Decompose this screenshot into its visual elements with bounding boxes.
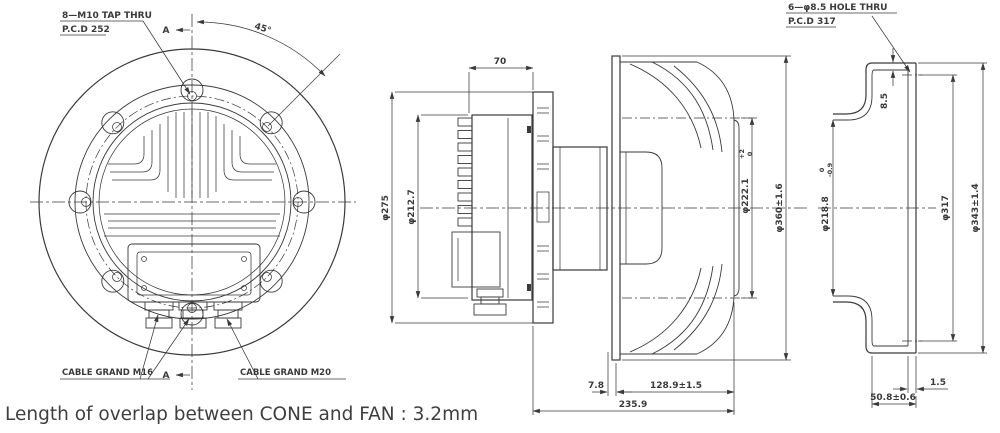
side-view: 70 φ275 φ212.7 φ222.1 +2 0	[381, 55, 810, 415]
section-letter-bottom: A	[163, 371, 170, 381]
dim-d275-label: φ275	[381, 195, 391, 221]
dim-235-9-label: 235.9	[619, 400, 647, 410]
dim-d212-7: φ212.7	[407, 114, 468, 299]
fan-hub	[620, 151, 663, 265]
tap-thru-callout: 8—M10 TAP THRU P.C.D 252	[60, 11, 191, 95]
dim-7-8: 7.8	[588, 352, 632, 396]
cable-gland-right-callout: CABLE GRAND M20	[226, 318, 346, 380]
terminal-box-side	[451, 231, 507, 316]
dim-d218-8-tol-upper: 0	[818, 167, 826, 172]
mounting-lugs	[68, 78, 316, 326]
fan-inlet-ring	[622, 117, 752, 299]
dim-70: 70	[468, 57, 534, 113]
dim-d343-label: φ343±1.4	[971, 183, 981, 232]
section-letter-top: A	[163, 26, 170, 36]
dim-d222-1-tol-lower: 0	[746, 151, 754, 156]
dim-128-9: 128.9±1.5	[616, 302, 735, 415]
dim-d222-1-tol-upper: +2	[738, 149, 746, 159]
dim-d360: φ360±1.6	[622, 55, 791, 361]
dim-d212-7-label: φ212.7	[407, 189, 417, 225]
hole-thru-label-line1: 6—φ8.5 HOLE THRU	[788, 3, 888, 13]
cable-gland-right-label: CABLE GRAND M20	[240, 368, 331, 378]
hole-thru-label-line2: P.C.D 317	[788, 17, 836, 27]
front-view: 45° A A 8—M10 TAP THRU P.C.D 252 CABLE G…	[30, 11, 356, 390]
dim-8-5-label: 8.5	[880, 93, 890, 109]
tap-thru-label-line2: P.C.D 252	[62, 25, 110, 35]
fan-blades-top	[620, 61, 735, 153]
dim-d222-1: φ222.1 +2 0	[738, 117, 757, 299]
tap-thru-label-line1: 8—M10 TAP THRU	[62, 11, 152, 21]
dim-1-5-label: 1.5	[930, 378, 946, 388]
dim-128-9-label: 128.9±1.5	[650, 381, 702, 391]
dim-235-9: 235.9	[532, 326, 735, 415]
dim-d360-label: φ360±1.6	[775, 183, 785, 232]
angle-dimension-45: 45°	[196, 19, 341, 127]
hole-thru-callout: 6—φ8.5 HOLE THRU P.C.D 317	[786, 3, 911, 73]
angle-45-label: 45°	[253, 22, 272, 37]
fan-backplate	[611, 55, 621, 361]
cable-glands-front	[144, 301, 243, 329]
mounting-ring-inner	[92, 102, 292, 302]
overlap-note: Length of overlap between CONE and FAN :…	[5, 404, 478, 425]
dim-7-8-label: 7.8	[588, 381, 604, 391]
bolt-circle-pcd252	[85, 95, 299, 309]
dim-d317-label: φ317	[941, 195, 951, 221]
dim-d218-8-tol-lower: -0.9	[826, 162, 834, 177]
section-arrow-top: A	[163, 26, 190, 36]
cable-gland-side	[473, 288, 507, 316]
dim-d343: φ343±1.4	[918, 62, 987, 354]
fan-blades-bottom	[620, 263, 735, 355]
dim-8-5: 8.5	[880, 48, 896, 109]
cooling-ribs	[104, 110, 280, 237]
cone-view: 6—φ8.5 HOLE THRU P.C.D 317 8.5 φ218.8 0 …	[786, 3, 987, 408]
rotor-cylinder	[552, 146, 608, 271]
dim-1-5: 1.5	[893, 356, 948, 393]
section-arrow-bottom: A	[163, 371, 190, 381]
dim-70-label: 70	[494, 57, 507, 67]
dim-d222-1-label: φ222.1	[741, 178, 751, 214]
mounting-ring-outer	[74, 84, 310, 320]
motor-body	[457, 114, 533, 301]
dim-d218-8-label: φ218.8	[821, 196, 831, 232]
dim-50-8-label: 50.8±0.6	[870, 393, 916, 403]
dim-50-8: 50.8±0.6	[870, 356, 917, 408]
cone-profile	[833, 62, 922, 354]
impeller-outline-circle	[38, 48, 346, 356]
cable-gland-left-callout: CABLE GRAND M16	[60, 314, 190, 380]
mounting-flange-plate	[532, 91, 554, 324]
cable-gland-left-label: CABLE GRAND M16	[62, 368, 153, 378]
terminal-box	[127, 243, 261, 303]
dim-d317: φ317	[918, 74, 957, 342]
dim-d218-8: φ218.8 0 -0.9	[818, 119, 836, 297]
dim-d275: φ275	[381, 91, 533, 324]
